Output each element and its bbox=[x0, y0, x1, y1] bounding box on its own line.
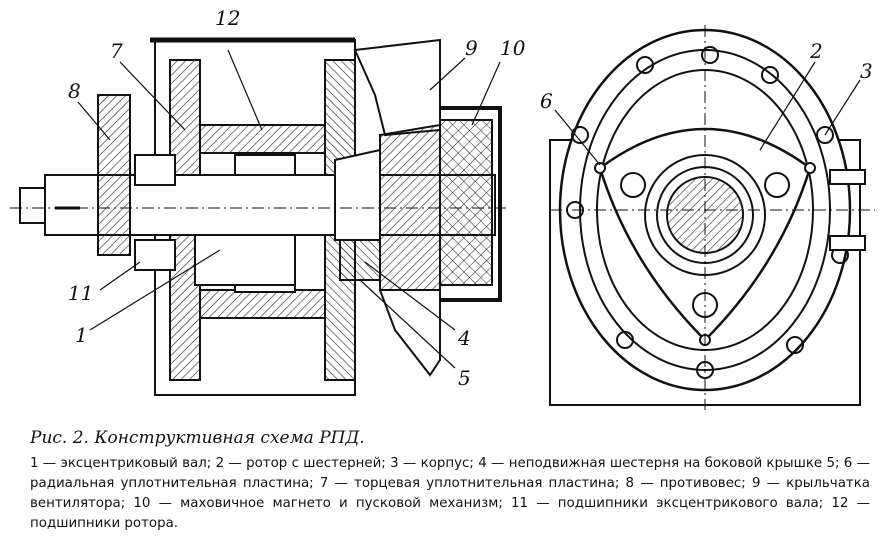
radial-seal bbox=[594, 162, 606, 174]
callout-3: 3 bbox=[860, 59, 873, 83]
side-cover bbox=[339, 239, 381, 281]
side-section-view bbox=[10, 37, 510, 396]
callout-9: 9 bbox=[465, 36, 478, 60]
figure-caption: Рис. 2. Конструктивная схема РПД. 1 — эк… bbox=[30, 428, 870, 534]
caption-title: Рис. 2. Конструктивная схема РПД. bbox=[30, 428, 365, 448]
leader-lines bbox=[77, 49, 861, 369]
callout-2: 2 bbox=[809, 39, 823, 63]
engine-diagram: 12 7 8 9 10 2 3 6 11 1 4 5 bbox=[10, 6, 875, 410]
rotor-bearing bbox=[234, 154, 296, 178]
fixed-gear bbox=[334, 148, 381, 241]
callout-5: 5 bbox=[458, 366, 471, 390]
rotor-section bbox=[199, 124, 326, 154]
spark-plug bbox=[829, 169, 866, 251]
callout-4: 4 bbox=[457, 326, 471, 350]
callout-7: 7 bbox=[110, 39, 123, 63]
caption-body: 1 — эксцентриковый вал; 2 — ротор с шест… bbox=[30, 456, 870, 531]
callout-6: 6 bbox=[540, 89, 553, 113]
front-view bbox=[549, 25, 875, 410]
callout-12: 12 bbox=[215, 6, 240, 30]
callout-10: 10 bbox=[500, 36, 526, 60]
shaft-bearing bbox=[134, 154, 176, 186]
flywheel-magneto bbox=[439, 119, 493, 286]
counterweight bbox=[97, 94, 131, 256]
callout-8: 8 bbox=[68, 79, 81, 103]
fan-impeller bbox=[353, 38, 441, 137]
callout-1: 1 bbox=[75, 323, 88, 347]
callout-11: 11 bbox=[68, 281, 93, 305]
